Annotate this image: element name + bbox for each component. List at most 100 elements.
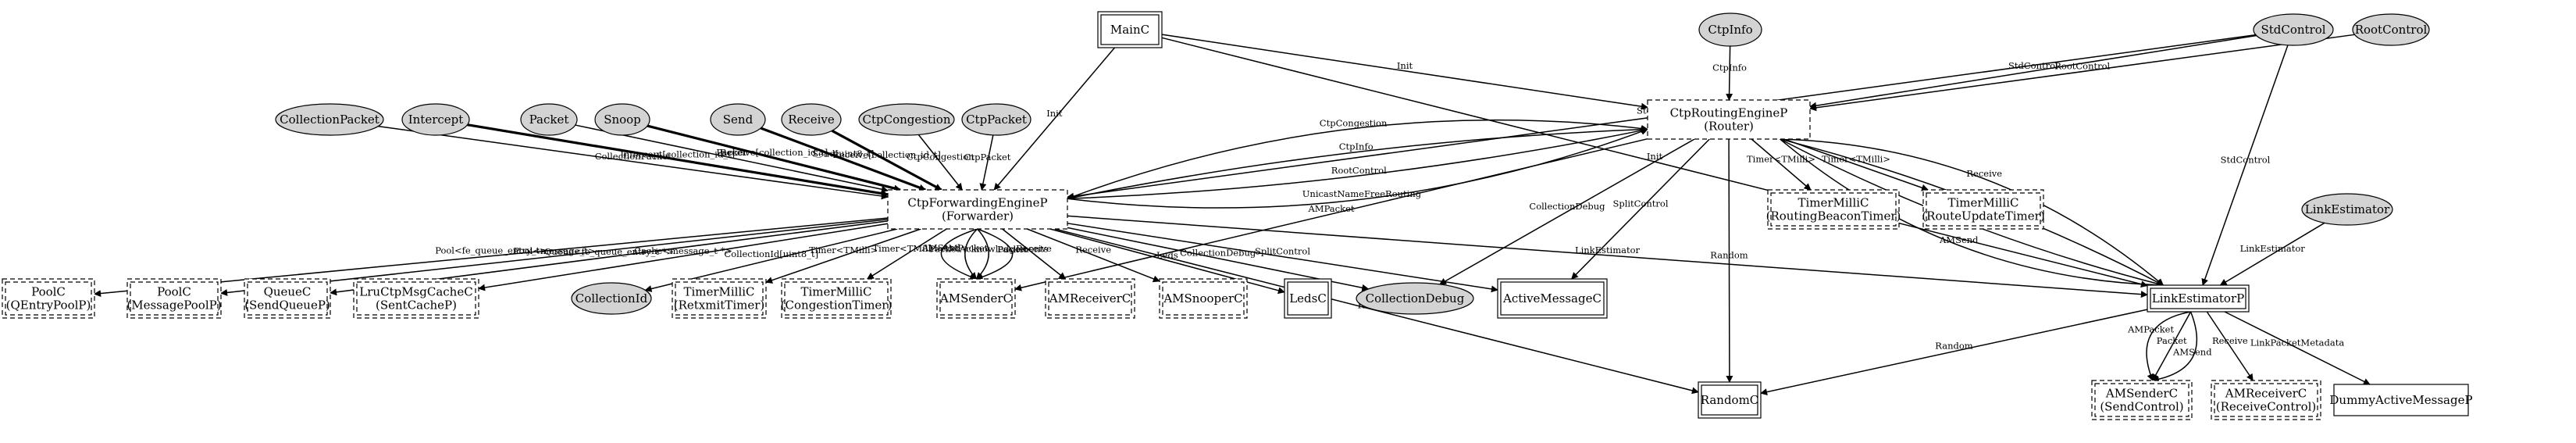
node-shape-inner bbox=[1048, 281, 1132, 316]
node-collection-debug[interactable]: CollectionDebug bbox=[1356, 282, 1474, 315]
node-packet[interactable]: Packet bbox=[520, 103, 578, 136]
edge-forwarder-to-amsnooper-c: Receive bbox=[1027, 228, 1160, 283]
edge-label: AMSend bbox=[1939, 234, 1979, 245]
node-shape-inner bbox=[1100, 14, 1160, 45]
edge-line bbox=[1067, 119, 1648, 199]
node-shape-inner bbox=[1287, 281, 1329, 316]
node-message-pool-p[interactable]: PoolC(MessagePoolP) bbox=[126, 278, 222, 319]
node-ctp-congestion[interactable]: CtpCongestion bbox=[858, 103, 955, 136]
node-std-control[interactable]: StdControl bbox=[2253, 13, 2334, 46]
node-label: (MessagePoolP) bbox=[126, 298, 221, 313]
edge-label: AMSend bbox=[2172, 347, 2212, 358]
node-sent-cache-p[interactable]: LruCtpMsgCacheC(SentCacheP) bbox=[353, 278, 479, 319]
node-label: CtpPacket bbox=[966, 113, 1027, 127]
node-route-update-timer[interactable]: TimerMilliC(RouteUpdateTimer) bbox=[1922, 189, 2045, 230]
node-collection-packet[interactable]: CollectionPacket bbox=[275, 103, 384, 136]
edge-label: SplitControl bbox=[1255, 245, 1310, 256]
node-routing-beacon-timer[interactable]: TimerMilliC(RoutingBeaconTimer) bbox=[1766, 189, 1901, 230]
node-main-c[interactable]: MainC bbox=[1097, 11, 1163, 48]
edge-line bbox=[831, 129, 942, 191]
edge-label: Packet bbox=[997, 244, 1028, 255]
edge-forwarder-to-active-message-c: SplitControl bbox=[1067, 223, 1498, 293]
node-shape-inner bbox=[2214, 383, 2318, 417]
node-shape-inner bbox=[356, 281, 476, 316]
node-forwarder[interactable]: CtpForwardingEngineP(Forwarder) bbox=[887, 189, 1068, 230]
edge-label: LinkEstimator bbox=[1575, 245, 1641, 255]
node-label: (CongestionTimer) bbox=[781, 298, 893, 313]
node-shape-inner bbox=[1926, 192, 2041, 227]
node-shape bbox=[887, 189, 1068, 230]
edge-label: CtpInfo bbox=[1712, 62, 1747, 73]
node-ctp-info[interactable]: CtpInfo bbox=[1698, 13, 1762, 47]
node-snoop[interactable]: Snoop bbox=[594, 103, 650, 136]
edge-router-to-route-update-timer: Timer<TMilli> bbox=[1783, 138, 1929, 191]
node-label: LedsC bbox=[1289, 291, 1327, 305]
node-active-message-c[interactable]: ActiveMessageC bbox=[1497, 278, 1608, 319]
node-receive-control[interactable]: AMReceiverC(ReceiveControl) bbox=[2211, 380, 2321, 420]
node-shape-inner bbox=[675, 281, 764, 316]
node-label: CollectionPacket bbox=[280, 113, 379, 127]
node-send[interactable]: Send bbox=[710, 103, 766, 136]
node-router[interactable]: CtpRoutingEngineP(Router) bbox=[1647, 99, 1811, 140]
node-amreceiver-c[interactable]: AMReceiverC bbox=[1045, 278, 1135, 319]
node-intercept[interactable]: Intercept bbox=[401, 103, 470, 136]
edge-label: AMPacket bbox=[2127, 323, 2174, 334]
edge-label: Receive[collection_id_t] bbox=[720, 147, 828, 158]
edge-forwarder-to-router: CtpCongestion bbox=[1067, 118, 1648, 199]
edge-label: CtpPacket bbox=[964, 152, 1011, 163]
node-qentry-pool-p[interactable]: PoolC(QEntryPoolP) bbox=[2, 278, 95, 319]
node-shape-inner bbox=[784, 281, 889, 316]
edge-forwarder-to-amreceiver-c: Receive bbox=[1002, 228, 1067, 280]
node-label: TimerMilliC bbox=[800, 285, 871, 299]
node-label: TimerMilliC bbox=[1947, 196, 2018, 210]
node-label: CtpForwardingEngineP bbox=[907, 196, 1047, 210]
node-ctp-packet[interactable]: CtpPacket bbox=[961, 103, 1031, 136]
edge-line bbox=[993, 47, 1116, 191]
edge-intercept-to-forwarder: Intercept[collection_id_t] bbox=[467, 123, 889, 198]
node-amsender-c[interactable]: AMSenderC bbox=[936, 278, 1016, 319]
node-receive[interactable]: Receive bbox=[781, 103, 842, 136]
node-dummy-active-message-p[interactable]: DummyActiveMessageP bbox=[2329, 384, 2473, 416]
node-retxmit-timer[interactable]: TimerMilliC(RetxmitTimer) bbox=[672, 278, 767, 319]
node-label: PoolC bbox=[157, 285, 191, 299]
edge-label: Receive bbox=[1016, 243, 1052, 254]
edge-send-to-forwarder: Send[uint8_t] bbox=[760, 127, 927, 191]
node-send-control[interactable]: AMSenderC(SendControl) bbox=[2091, 380, 2193, 420]
node-congestion-timer[interactable]: TimerMilliC(CongestionTimer) bbox=[781, 278, 893, 319]
edge-line bbox=[1439, 138, 1695, 285]
node-send-queue-p[interactable]: QueueC(SendQueueP) bbox=[244, 278, 331, 319]
node-link-estimator[interactable]: LinkEstimator bbox=[2301, 193, 2393, 226]
node-random-c[interactable]: RandomC bbox=[1698, 381, 1762, 419]
node-shape bbox=[2333, 384, 2469, 416]
edge-line bbox=[2219, 222, 2325, 286]
edge-forwarder-to-router: RootControl bbox=[1067, 127, 1648, 200]
node-label: CtpRoutingEngineP bbox=[1670, 106, 1788, 120]
edge-label: Cache<message_t *> bbox=[634, 245, 732, 256]
edge-line bbox=[467, 123, 889, 198]
node-link-estimator-p[interactable]: LinkEstimatorP bbox=[2147, 284, 2250, 313]
node-label: LinkEstimator bbox=[2305, 202, 2390, 216]
node-shape bbox=[710, 103, 766, 136]
edge-line bbox=[1780, 138, 2164, 289]
node-shape bbox=[401, 103, 470, 136]
edge-line bbox=[1809, 34, 2257, 109]
node-collection-id[interactable]: CollectionId bbox=[571, 282, 652, 315]
edge-collection-packet-to-forwarder: CollectionPacket bbox=[378, 125, 889, 200]
edge-label: Init bbox=[1397, 60, 1413, 71]
node-leds-c[interactable]: LedsC bbox=[1284, 278, 1332, 319]
edge-forwarder-to-leds-c: Leds bbox=[1049, 228, 1285, 295]
edge-label: LinkEstimator bbox=[2240, 243, 2306, 254]
node-amsnooper-c[interactable]: AMSnooperC bbox=[1159, 278, 1248, 319]
edge-label: CtpInfo bbox=[1339, 141, 1374, 152]
node-root-control[interactable]: RootControl bbox=[2352, 13, 2430, 46]
edge-link-estimator-p-to-send-control: Packet bbox=[2152, 311, 2192, 381]
edge-label: Receive bbox=[1075, 244, 1111, 255]
edge-label: Pool<message_t> bbox=[514, 245, 596, 256]
node-label: AMSnooperC bbox=[1163, 291, 1242, 305]
node-label: Intercept bbox=[408, 113, 464, 127]
node-shape-inner bbox=[939, 281, 1013, 316]
edge-line bbox=[2201, 45, 2289, 286]
edge-line bbox=[760, 127, 927, 191]
edge-label: UnicastNameFreeRouting bbox=[1302, 188, 1422, 199]
edge-label: StdControl bbox=[2221, 154, 2271, 165]
